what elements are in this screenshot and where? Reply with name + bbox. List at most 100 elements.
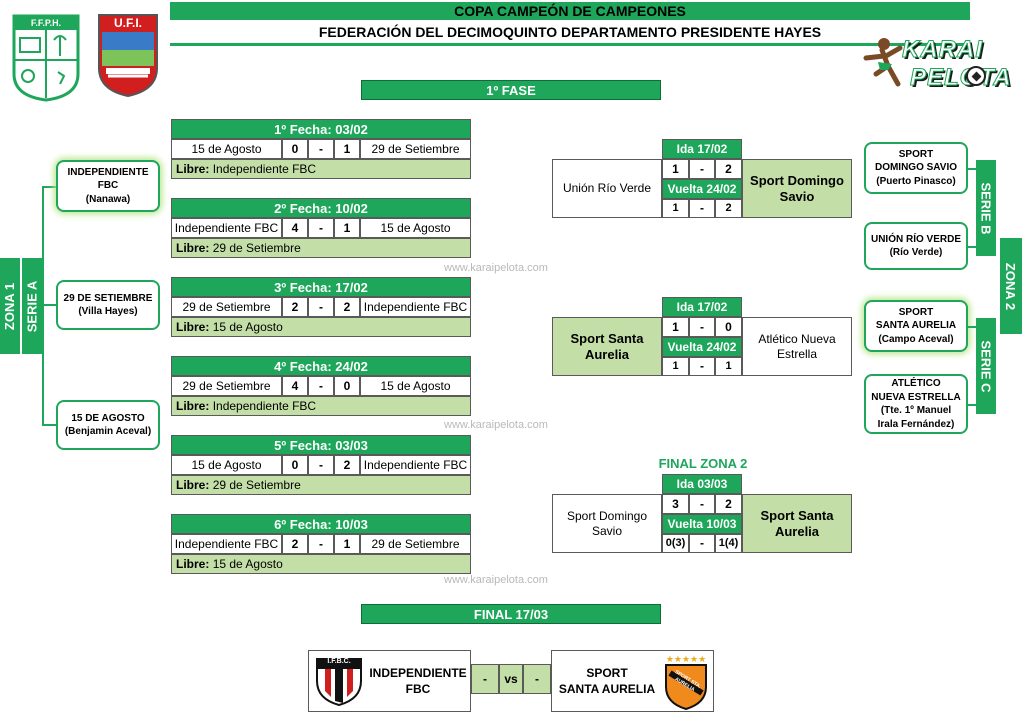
bracket-line-h1 — [42, 186, 56, 188]
subtitle-bar: FEDERACIÓN DEL DECIMOQUINTO DEPARTAMENTO… — [170, 20, 970, 46]
fixture-home-score: 2 — [282, 297, 308, 317]
serie-a-tag: SERIE A — [22, 258, 42, 354]
fixture-title: 2º Fecha: 10/02 — [171, 198, 471, 218]
team-name: 29 DE SETIEMBRE — [63, 292, 153, 304]
serie-b-tag: SERIE B — [976, 160, 996, 256]
tie-ida-label: Ida 17/02 — [662, 139, 742, 159]
fixture-libre: Libre: Independiente FBC — [171, 159, 471, 179]
team-name: ATLÉTICO — [891, 378, 941, 389]
fixture-home-score: 4 — [282, 218, 308, 238]
fixture-home-team: 15 de Agosto — [171, 139, 282, 159]
page-title: COPA CAMPEÓN DE CAMPEONES — [454, 3, 686, 19]
tie-vuelta-label: Vuelta 24/02 — [662, 179, 742, 199]
final-right-name: SPORT — [586, 666, 628, 680]
ifbc-badge-text: I.F.B.C. — [327, 658, 351, 665]
team-place: (Campo Aceval) — [878, 333, 954, 345]
fixture-home-score: 0 — [282, 455, 308, 475]
ufi-logo-text: U.F.I. — [113, 16, 142, 30]
bracket-line-b2 — [968, 246, 976, 248]
tie-left-team: Sport Domingo Savio — [552, 494, 662, 553]
final-vs: vs — [499, 664, 523, 694]
bracket-line-b — [968, 168, 976, 170]
karai-logo-line2: PELOTA — [910, 64, 1012, 92]
fixture-home-score: 4 — [282, 376, 308, 396]
team-card-29-setiembre: 29 DE SETIEMBRE (Villa Hayes) — [56, 280, 160, 330]
santa-aurelia-shield-icon: ★★★★★ SPORT STA. AURELIA — [662, 653, 710, 711]
zona1-tag: ZONA 1 — [0, 258, 20, 354]
tie-ida-sep: - — [689, 159, 715, 179]
team-name: SPORT — [898, 148, 934, 160]
tie-ida-label: Ida 17/02 — [662, 297, 742, 317]
tie-ida-sep: - — [689, 494, 715, 514]
tie-vuelta-left: 1 — [662, 357, 689, 376]
tie-ida-right: 2 — [715, 494, 742, 514]
tie-ida-right: 0 — [715, 317, 742, 337]
fixture-libre: Libre: 29 de Setiembre — [171, 238, 471, 258]
fixture-home-team: Independiente FBC — [171, 218, 282, 238]
karai-pelota-logo: KARAI PELOTA — [858, 32, 1018, 96]
final-left-score: - — [471, 664, 499, 694]
tie-right-team: Atlético Nueva Estrella — [742, 317, 852, 376]
fixture-away-score: 1 — [334, 139, 360, 159]
bracket-line-h3 — [42, 424, 56, 426]
team-card-nueva-estrella: ATLÉTICO NUEVA ESTRELLA (Tte. 1º Manuel … — [864, 374, 968, 434]
fixture-sep: - — [308, 218, 334, 238]
tie-vuelta-sep: - — [689, 199, 715, 218]
fixture-home-score: 2 — [282, 534, 308, 554]
bracket-line-c — [968, 326, 976, 328]
tie-ida-right: 2 — [715, 159, 742, 179]
fixture-away-score: 1 — [334, 534, 360, 554]
fixture-home-team: Independiente FBC — [171, 534, 282, 554]
team-place: (Puerto Pinasco) — [876, 175, 956, 187]
final-left-name: INDEPENDIENTE — [369, 666, 467, 680]
tie-ida-label: Ida 03/03 — [662, 474, 742, 494]
fixture-sep: - — [308, 534, 334, 554]
team-name: 15 DE AGOSTO — [71, 412, 145, 424]
final-left-name: FBC — [405, 682, 431, 697]
team-name: UNIÓN RÍO VERDE — [870, 233, 961, 245]
tie-right-team: Sport Domingo Savio — [742, 159, 852, 218]
tie-ida-left: 1 — [662, 317, 689, 337]
team-card-domingo-savio: SPORT DOMINGO SAVIO (Puerto Pinasco) — [864, 142, 968, 194]
bracket-line-h2 — [42, 304, 56, 306]
bracket-line-c2 — [968, 404, 976, 406]
team-name: SPORT — [898, 306, 934, 318]
fixture-title: 4º Fecha: 24/02 — [171, 356, 471, 376]
team-card-15-agosto: 15 DE AGOSTO (Benjamin Aceval) — [56, 400, 160, 450]
team-card-independiente: INDEPENDIENTE FBC (Nanawa) — [56, 160, 160, 212]
fixture-libre: Libre: 15 de Agosto — [171, 554, 471, 574]
tie-ida-sep: - — [689, 317, 715, 337]
final-left-team: I.F.B.C. INDEPENDIENTE FBC — [308, 650, 471, 712]
phase-label-bar: 1º FASE — [361, 80, 661, 100]
final-right-score: - — [523, 664, 551, 694]
fixture-title: 6º Fecha: 10/03 — [171, 514, 471, 534]
fixture-sep: - — [308, 297, 334, 317]
page-subtitle: FEDERACIÓN DEL DECIMOQUINTO DEPARTAMENTO… — [318, 23, 822, 40]
fixture-libre: Libre: 15 de Agosto — [171, 317, 471, 337]
fixture-away-team: Independiente FBC — [360, 297, 471, 317]
fixture-title: 1º Fecha: 03/02 — [171, 119, 471, 139]
svg-text:★★★★★: ★★★★★ — [666, 654, 706, 664]
fixture-away-score: 1 — [334, 218, 360, 238]
team-card-santa-aurelia: SPORT SANTA AURELIA (Campo Aceval) — [864, 300, 968, 352]
tie-vuelta-label: Vuelta 24/02 — [662, 337, 742, 357]
fixture-sep: - — [308, 376, 334, 396]
team-name: INDEPENDIENTE FBC — [67, 166, 149, 192]
zona2-tag: ZONA 2 — [1000, 238, 1022, 334]
final-label-bar: FINAL 17/03 — [361, 604, 661, 624]
team-place: (Benjamin Aceval) — [64, 426, 152, 437]
team-name: SANTA AURELIA — [875, 320, 957, 332]
ffph-logo: F.F.P.H. — [10, 12, 82, 102]
phase-label: 1º FASE — [486, 82, 536, 98]
watermark: www.karaipelota.com — [444, 262, 548, 274]
fixture-sep: - — [308, 455, 334, 475]
tie-vuelta-sep: - — [689, 357, 715, 376]
tie-vuelta-right: 1 — [715, 357, 742, 376]
tie-vuelta-left: 1 — [662, 199, 689, 218]
ifbc-shield-icon: I.F.B.C. — [315, 657, 363, 707]
tie-vuelta-label: Vuelta 10/03 — [662, 514, 742, 534]
fixture-away-team: 29 de Setiembre — [360, 139, 471, 159]
tie-vuelta-left: 0(3) — [662, 534, 689, 553]
tie-left-team: Unión Río Verde — [552, 159, 662, 218]
fixture-home-team: 29 de Setiembre — [171, 297, 282, 317]
